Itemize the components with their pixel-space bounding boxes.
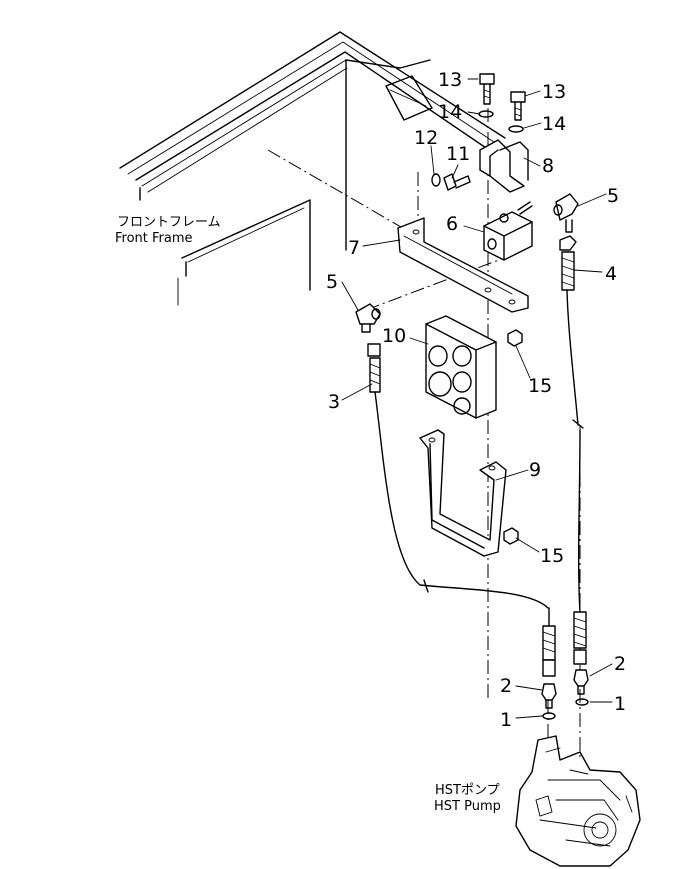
part-11-bolt <box>443 173 471 191</box>
part-5-elbow-upper <box>553 193 579 233</box>
callout-7: 7 <box>348 237 360 259</box>
part-9-u-bracket <box>419 429 507 557</box>
part-15-nut-upper <box>507 329 523 347</box>
part-10-clamp-block <box>425 315 497 419</box>
part-13-bolt-right <box>510 91 526 121</box>
part-6-valve-block <box>483 201 533 261</box>
part-2-adapter-right <box>573 669 589 695</box>
callout-4: 4 <box>605 263 617 285</box>
part-14-washer-right <box>508 125 524 133</box>
part-8-bracket <box>479 139 529 193</box>
callout-3: 3 <box>328 391 340 413</box>
part-14-washer-left <box>478 110 494 118</box>
callout-6: 6 <box>446 213 458 235</box>
front-frame-label-jp: フロントフレーム <box>117 215 221 230</box>
part-15-nut-lower <box>503 527 519 545</box>
part-4-hose <box>559 235 587 665</box>
callout-12: 12 <box>414 127 438 149</box>
part-12-washer <box>431 173 441 187</box>
part-1-oring-left <box>542 712 556 720</box>
part-2-adapter-left <box>541 683 557 709</box>
part-7-plate-bracket <box>397 217 529 313</box>
callout-5-upper: 5 <box>607 185 619 207</box>
callout-5-lower: 5 <box>326 271 338 293</box>
hst-pump <box>515 735 641 867</box>
part-3-hose <box>367 343 556 677</box>
leader-lines <box>341 78 613 719</box>
center-lines <box>267 108 581 760</box>
callout-11: 11 <box>446 143 470 165</box>
callout-9: 9 <box>529 459 541 481</box>
callout-14-left: 14 <box>438 101 462 123</box>
callout-15-upper: 15 <box>528 375 552 397</box>
callout-13-left: 13 <box>438 69 462 91</box>
callout-1-right: 1 <box>614 693 626 715</box>
front-frame <box>119 31 506 306</box>
part-5-elbow-lower <box>355 303 381 333</box>
callout-1-left: 1 <box>500 709 512 731</box>
callout-10: 10 <box>382 325 406 347</box>
callout-2-right: 2 <box>614 653 626 675</box>
callout-8: 8 <box>542 155 554 177</box>
part-1-oring-right <box>575 698 589 706</box>
front-frame-label-en: Front Frame <box>115 231 193 246</box>
callout-13-right: 13 <box>542 81 566 103</box>
callout-15-lower: 15 <box>540 545 564 567</box>
callout-2-left: 2 <box>500 675 512 697</box>
part-13-bolt-left <box>479 73 495 105</box>
hst-pump-label-en: HST Pump <box>434 799 501 814</box>
hst-pump-label-jp: HSTポンプ <box>435 783 500 798</box>
callout-14-right: 14 <box>542 113 566 135</box>
